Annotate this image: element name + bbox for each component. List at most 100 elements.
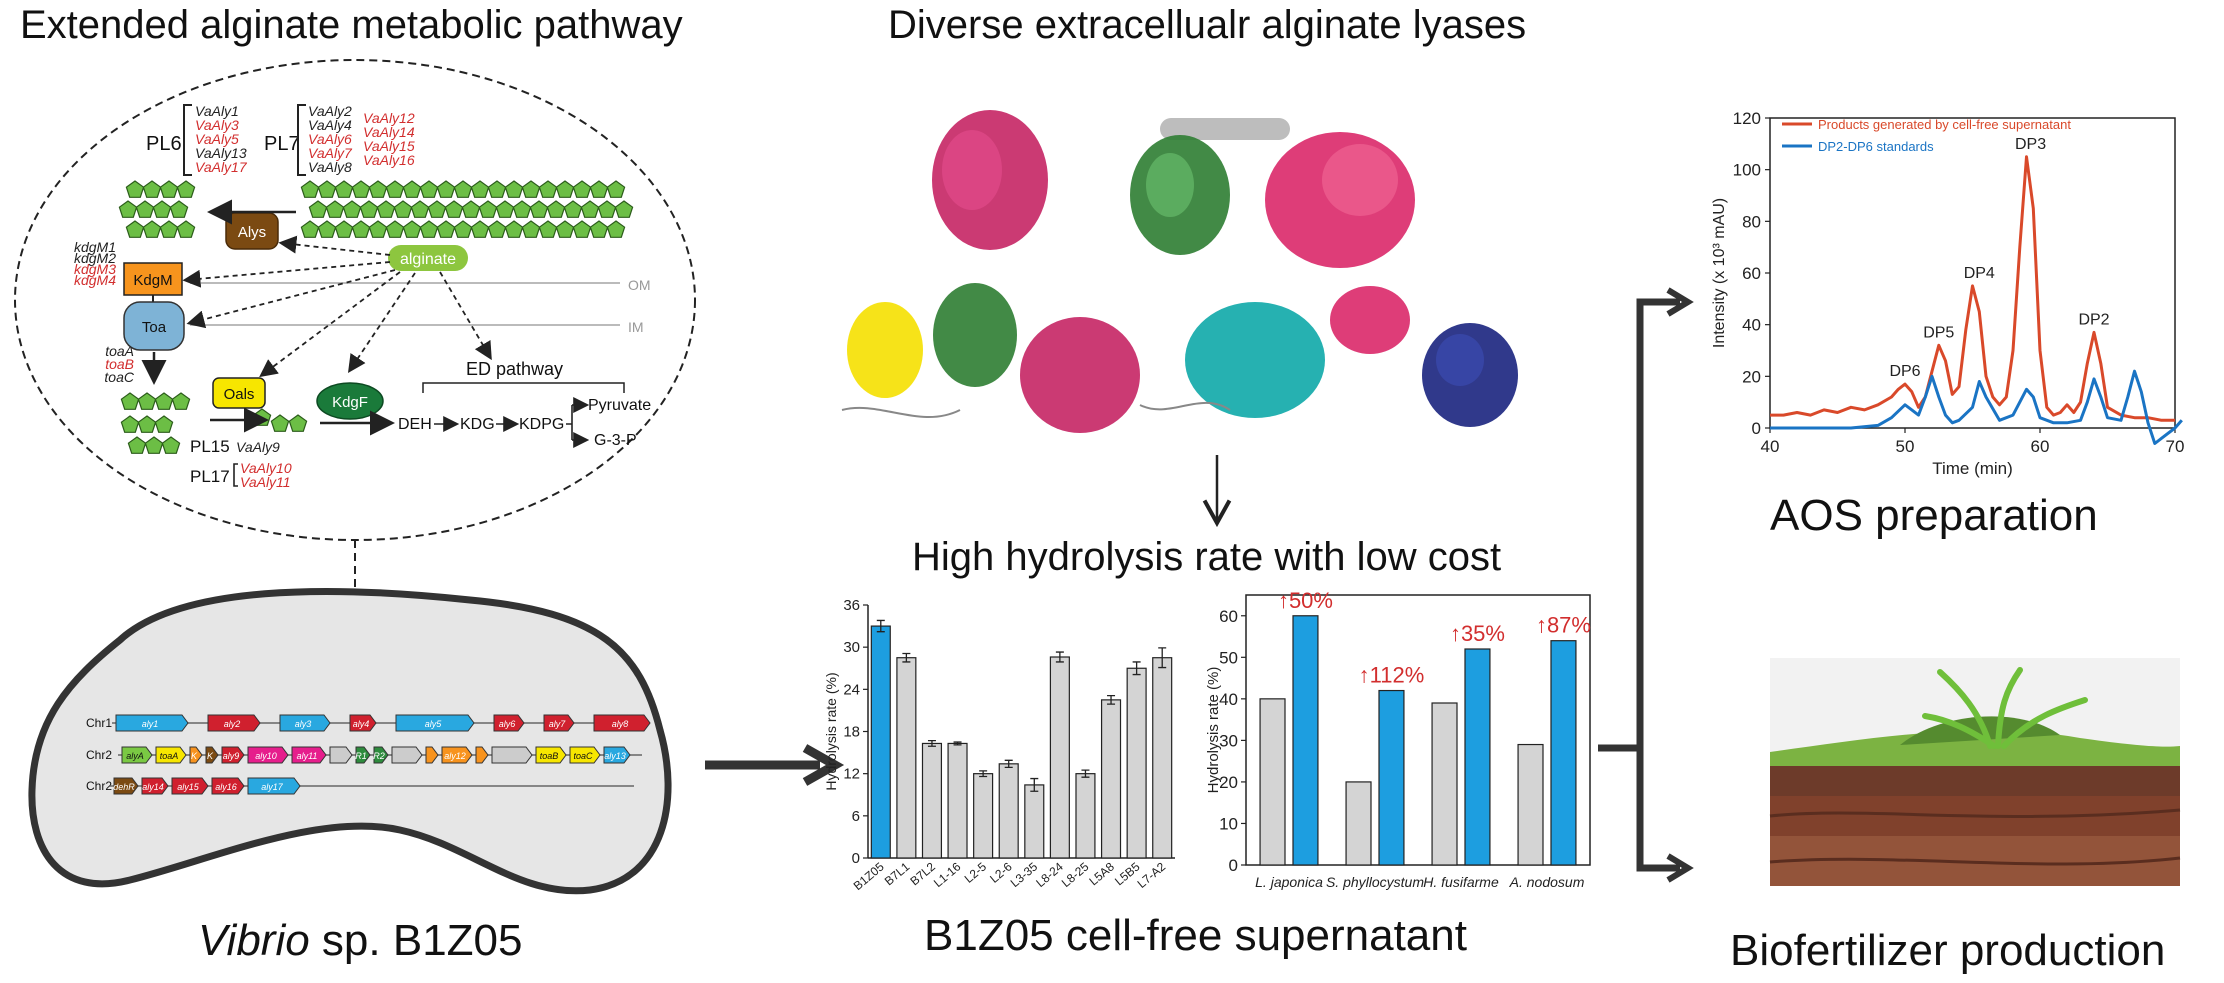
sugar-unit	[529, 200, 549, 218]
gene-arrow	[535, 746, 567, 764]
gene-name: aly9	[223, 751, 240, 761]
sugar-unit	[351, 180, 371, 198]
bar	[947, 742, 968, 859]
peak-label: DP3	[2015, 136, 2046, 153]
x-tick-label: 40	[1761, 437, 1780, 456]
gene-label: VaAly12	[363, 110, 415, 126]
error-bar	[979, 770, 988, 778]
sugar-unit	[120, 392, 140, 410]
error-bar	[1132, 661, 1141, 676]
title-left: Extended alginate metabolic pathway	[20, 3, 683, 47]
om-label: OM	[628, 277, 651, 293]
sugar-unit	[521, 180, 541, 198]
gene-name: aly2	[224, 719, 241, 729]
gene-label: toaB	[105, 356, 134, 372]
chr1-label: Chr1	[86, 716, 112, 730]
sugar-unit	[161, 436, 181, 454]
sugar-unit	[317, 180, 337, 198]
gene-name: aly7	[549, 719, 567, 729]
kdgm-label: KdgM	[133, 272, 172, 289]
x-tick-label: L1-16	[931, 859, 964, 890]
gene-label: VaAly1	[195, 103, 239, 119]
x-tick-label: H. fusifarme	[1423, 874, 1499, 890]
sugar-unit	[334, 220, 354, 238]
gene-arrow	[211, 777, 245, 795]
pathway-oval	[14, 59, 696, 541]
sugar-unit	[376, 200, 396, 218]
sugar-unit	[487, 220, 507, 238]
gene-label: toaA	[105, 343, 134, 359]
gene-arrow	[155, 746, 187, 764]
title-supernatant: B1Z05 cell-free supernatant	[924, 911, 1467, 960]
sugar-unit	[300, 180, 320, 198]
gene-label: VaAly3	[195, 117, 239, 133]
gene-label: kdgM4	[74, 272, 116, 288]
sugar-unit	[385, 220, 405, 238]
gene-arrow	[279, 714, 331, 732]
gene-arrow	[391, 746, 423, 764]
gene-name: aly1	[142, 719, 159, 729]
gene-arrow	[207, 714, 261, 732]
sugar-unit	[159, 220, 179, 238]
gene-label: VaAly16	[363, 152, 415, 168]
y-tick-label: 30	[843, 639, 860, 656]
series-line	[1770, 155, 2175, 422]
y-tick-label: 0	[852, 850, 860, 867]
kdgf-label: KdgF	[332, 394, 368, 411]
gene-label: kdgM2	[74, 250, 116, 266]
bar	[1152, 657, 1173, 859]
y-tick-label: 100	[1733, 161, 1761, 180]
x-tick-label: 70	[2166, 437, 2185, 456]
y-tick-label: 20	[1219, 773, 1238, 792]
gene-name: aly3	[295, 719, 312, 729]
gene-label: VaAly17	[195, 159, 248, 175]
gene-arrow	[329, 746, 353, 764]
cell-to-supernatant-arrowhead	[802, 744, 845, 786]
alys-label: Alys	[238, 224, 266, 241]
x-tick-label: A. nodosum	[1509, 874, 1585, 890]
gene-name: R1	[355, 751, 367, 761]
gene-name: dehR	[113, 782, 135, 792]
increase-label: ↑50%	[1278, 588, 1333, 613]
sugar-unit	[154, 392, 174, 410]
sugar-unit	[521, 220, 541, 238]
gene-name: aly14	[142, 782, 164, 792]
sugar-unit	[487, 180, 507, 198]
sugar-unit	[572, 220, 592, 238]
sugar-unit	[308, 200, 328, 218]
gene-arrow	[491, 746, 533, 764]
alginate-pill	[388, 245, 468, 271]
y-tick-label: 50	[1219, 648, 1238, 667]
gene-arrow	[291, 746, 327, 764]
peak-label: DP5	[1923, 324, 1954, 341]
kdgf-oval	[316, 382, 384, 420]
soil-illustration	[1769, 658, 2181, 886]
x-tick-label: L8-25	[1059, 859, 1092, 890]
increase-label: ↑112%	[1359, 663, 1425, 688]
sugar-unit	[427, 200, 447, 218]
sugar-unit	[504, 180, 524, 198]
sugar-unit	[512, 200, 532, 218]
sugar-unit	[444, 200, 464, 218]
gene-arrow	[247, 746, 289, 764]
gene-name: aly17	[261, 782, 284, 792]
bar	[1378, 689, 1405, 866]
error-bar	[953, 741, 962, 746]
gene-label: VaAly15	[363, 138, 415, 154]
kdpg-split	[566, 405, 573, 440]
y-tick-label: 0	[1229, 856, 1238, 875]
pl7-label: PL7	[264, 133, 300, 155]
sugar-unit	[385, 180, 405, 198]
y-tick-label: 12	[843, 766, 860, 783]
sugar-unit	[144, 436, 164, 454]
gene-label: VaAly13	[195, 145, 247, 161]
sugar-unit	[118, 200, 138, 218]
gene-arrow	[171, 777, 209, 795]
gene-arrow	[493, 714, 525, 732]
gene-label: VaAly7	[308, 145, 353, 161]
gene-arrow	[189, 746, 203, 764]
gene-name: toaB	[540, 751, 559, 761]
gene-label: kdgM3	[74, 261, 116, 277]
